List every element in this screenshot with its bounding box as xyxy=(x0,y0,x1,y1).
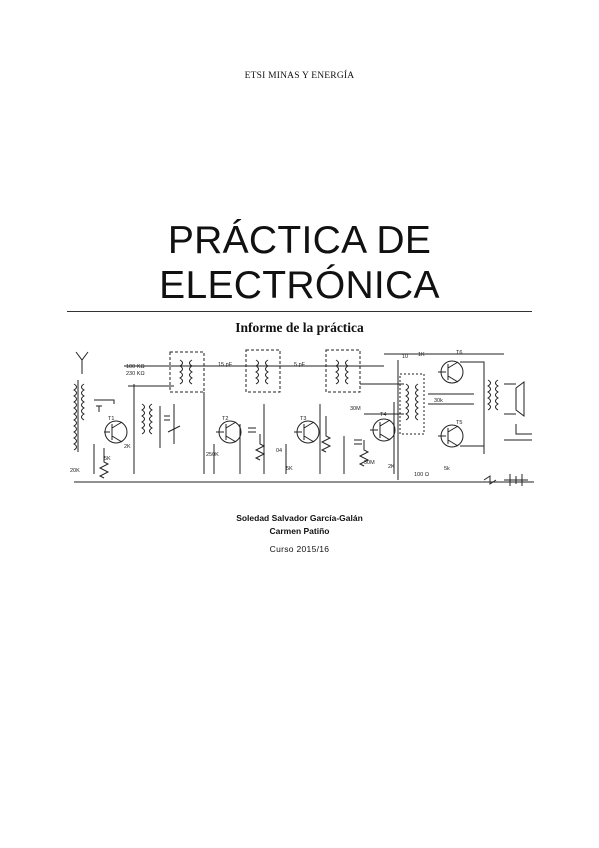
supply-rail xyxy=(124,353,504,367)
label-30k: 30k xyxy=(434,398,443,404)
label-10: 10 xyxy=(402,354,408,360)
label-230k: 230 KΩ xyxy=(126,371,145,377)
label-15pf: 15 pF xyxy=(218,362,233,368)
output-stage xyxy=(397,360,532,486)
label-50m: 50M xyxy=(364,460,375,466)
label-5k-t3: 5K xyxy=(286,466,293,472)
circuit-schematic-illustration: 100 KΩ 230 KΩ T1 T2 T3 T4 T6 T5 15 pF 5 … xyxy=(70,349,534,486)
title-line-2: ELECTRÓNICA xyxy=(159,264,440,307)
author-list: Soledad Salvador García-Galán Carmen Pat… xyxy=(0,512,599,537)
author-2: Carmen Patiño xyxy=(269,525,330,536)
label-t4: T4 xyxy=(380,412,386,418)
component-labels: 100 KΩ 230 KΩ T1 T2 T3 T4 T6 T5 15 pF 5 … xyxy=(70,350,462,478)
antenna-symbol xyxy=(75,351,89,374)
label-1k: 1K xyxy=(418,352,425,358)
stage-1 xyxy=(93,384,181,479)
label-t5: T5 xyxy=(456,420,462,426)
title-divider xyxy=(67,311,532,312)
stage-4 xyxy=(325,349,404,474)
label-20k: 20K xyxy=(70,468,80,474)
document-title: PRÁCTICA DE ELECTRÓNICA xyxy=(0,218,599,308)
institution-header: ETSI MINAS Y ENERGÍA xyxy=(244,71,355,81)
label-t1: T1 xyxy=(108,416,114,422)
stage-2 xyxy=(169,351,266,474)
label-5k: 5K xyxy=(104,456,111,462)
course-year: Curso 2015/16 xyxy=(269,544,330,554)
label-t6: T6 xyxy=(456,350,462,356)
label-2k: 2K xyxy=(124,444,131,450)
document-subtitle: Informe de la práctica xyxy=(235,320,364,335)
label-100: 100 Ω xyxy=(414,472,429,478)
title-line-1: PRÁCTICA DE xyxy=(167,219,432,262)
label-30m: 30M xyxy=(350,406,361,412)
label-5pf: 5 pF xyxy=(294,362,306,368)
input-coil xyxy=(73,380,85,452)
label-t2: T2 xyxy=(222,416,228,422)
label-250k: 250K xyxy=(206,452,219,458)
label-2k-t4: 2K xyxy=(388,464,395,470)
author-1: Soledad Salvador García-Galán xyxy=(236,513,363,523)
label-5k-out: 5k xyxy=(444,466,450,472)
stage-3 xyxy=(245,349,332,474)
label-t3: T3 xyxy=(300,416,306,422)
label-04: 04 xyxy=(276,448,282,454)
label-100k: 100 KΩ xyxy=(126,364,145,370)
